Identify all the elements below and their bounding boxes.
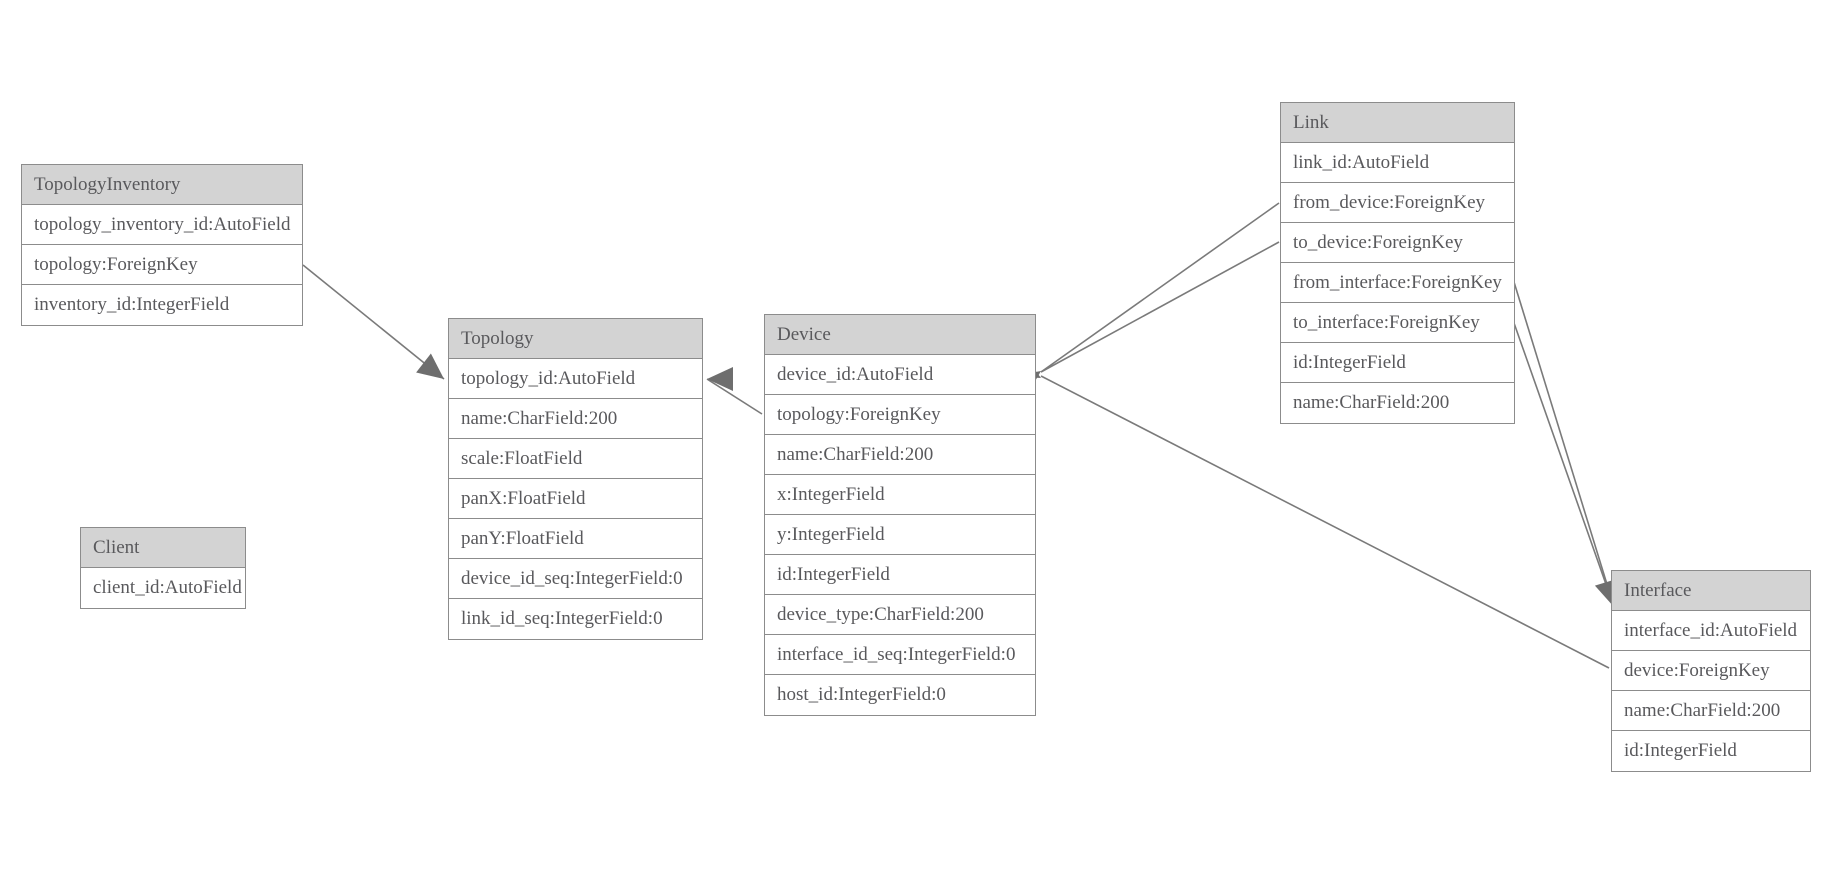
- entity-field-row: device:ForeignKey: [1612, 651, 1810, 691]
- entity-field-row: id:IntegerField: [1281, 343, 1514, 383]
- entity-field-row: inventory_id:IntegerField: [34, 294, 230, 315]
- entity-field-row: name:CharField:200: [1293, 392, 1450, 413]
- entity-field-row: name:CharField:200: [765, 435, 1035, 475]
- entity-field-row: name:CharField:200: [449, 399, 702, 439]
- relationship-line-topologyinventory-topology: [302, 264, 445, 380]
- entity-field-row: interface_id:AutoField: [1612, 611, 1810, 651]
- entity-title-client: Client: [81, 528, 245, 568]
- arrow-topology-from-device: [707, 367, 733, 391]
- entity-field-row: y:IntegerField: [765, 515, 1035, 555]
- entity-field-row: device_type:CharField:200: [765, 595, 1035, 635]
- entity-field-row: from_device:ForeignKey: [1281, 183, 1514, 223]
- entity-field-row: x:IntegerField: [765, 475, 1035, 515]
- entity-field-row: topology:ForeignKey: [765, 395, 1035, 435]
- entity-field-row: topology_id:AutoField: [449, 359, 702, 399]
- entity-field-row: id:IntegerField: [765, 555, 1035, 595]
- entity-field-row: scale:FloatField: [449, 439, 702, 479]
- entity-field-row: panY:FloatField: [449, 519, 702, 559]
- entity-field-row: id:IntegerField: [1624, 740, 1737, 761]
- entity-title-device: Device: [765, 315, 1035, 355]
- entity-field-row: client_id:AutoField: [93, 577, 242, 598]
- entity-title-topology_inventory: TopologyInventory: [22, 165, 302, 205]
- entity-title-interface: Interface: [1612, 571, 1810, 611]
- relationship-line-link-from_device: [1040, 202, 1280, 373]
- entity-field-row: link_id:AutoField: [1281, 143, 1514, 183]
- entity-field-row: interface_id_seq:IntegerField:0: [765, 635, 1035, 675]
- entity-field-row: name:CharField:200: [1612, 691, 1810, 731]
- relationship-line-link-to_device: [1040, 241, 1280, 373]
- entity-field-row: device_id_seq:IntegerField:0: [449, 559, 702, 599]
- entity-field-row: to_device:ForeignKey: [1281, 223, 1514, 263]
- entity-field-row: to_interface:ForeignKey: [1281, 303, 1514, 343]
- relationship-line-link-from_interface: [1513, 281, 1615, 608]
- entity-fields-client: client_id:AutoField: [81, 568, 245, 608]
- arrow-topology-from-inventory: [416, 353, 444, 379]
- entity-title-link: Link: [1281, 103, 1514, 143]
- entity-title-topology: Topology: [449, 319, 702, 359]
- entity-field-row: device_id:AutoField: [765, 355, 1035, 395]
- relationship-line-device-topology: [706, 378, 763, 415]
- entity-box-client[interactable]: Client client_id:AutoField: [80, 527, 246, 609]
- entity-field-row: panX:FloatField: [449, 479, 702, 519]
- relationship-line-link-to_interface: [1513, 322, 1615, 608]
- entity-field-row: link_id_seq:IntegerField:0: [461, 608, 663, 629]
- entity-field-row: topology_inventory_id:AutoField: [22, 205, 302, 245]
- entity-field-row: host_id:IntegerField:0: [777, 684, 946, 705]
- entity-field-row: topology:ForeignKey: [22, 245, 302, 285]
- entity-field-row: from_interface:ForeignKey: [1281, 263, 1514, 303]
